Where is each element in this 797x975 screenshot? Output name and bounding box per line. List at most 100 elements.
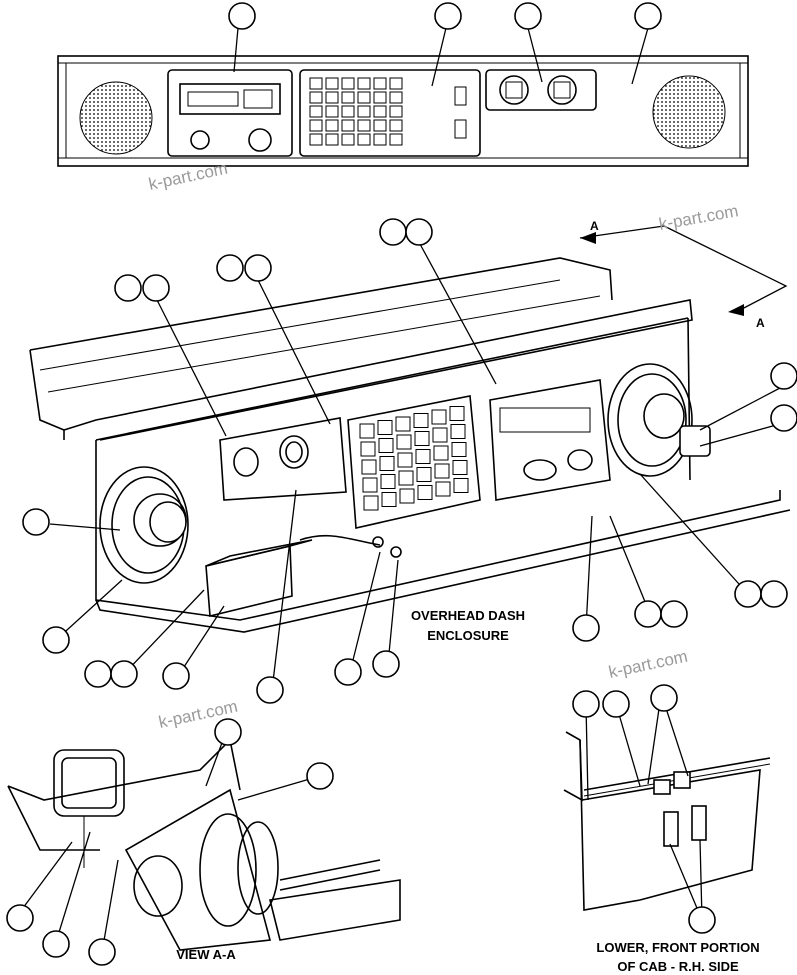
iso-switch-key [413,413,429,428]
callout-bubble [214,718,242,746]
iso-switch-key [395,416,411,432]
view-aa-label: VIEW A-A [176,947,236,962]
iso-switch-key [451,442,467,457]
left-speaker-grille [79,81,153,155]
callout-bubble [142,274,170,302]
switch-key [373,133,387,146]
callout-bubble [405,218,433,246]
lower-label-line1: LOWER, FRONT PORTION [596,940,759,955]
iso-switch-grid [359,406,469,511]
switch-key [373,119,387,132]
iso-switch-key [378,438,394,453]
lower-label-line2: OF CAB - R.H. SIDE [617,959,739,974]
switch-key [309,77,323,90]
callout-bubble [306,762,334,790]
callout-bubble [688,906,716,934]
lower-front-portion-drawing [563,731,771,911]
callout-bubble [602,690,630,718]
switch-key [357,119,371,132]
callout-bubble [660,600,688,628]
callout-bubble [256,676,284,704]
section-a-top: A [590,219,599,233]
iso-switch-key [433,445,449,461]
switch-key [341,91,355,104]
switch-key [325,105,339,118]
callout-bubble [770,404,797,432]
switch-key [357,77,371,90]
switch-key [309,119,323,132]
overhead-panel-front-view [57,55,749,167]
callout-bubble [114,274,142,302]
callout-bubbles [6,2,797,966]
iso-switch-key [396,434,412,450]
callout-bubble [228,2,256,30]
callout-bubble [110,660,138,688]
section-a-marks: A A [579,219,788,330]
iso-switch-key [379,456,395,471]
callout-bubble [634,600,662,628]
switch-key [309,133,323,146]
switch-key [325,133,339,146]
switch-key [325,119,339,132]
callout-bubble [216,254,244,282]
callout-bubble [514,2,542,30]
callout-bubble [84,660,112,688]
callout-bubble [162,662,190,690]
watermark-1: k-part.com [147,159,229,194]
overhead-label-line2: ENCLOSURE [427,628,509,643]
callout-bubble [6,904,34,932]
switch-key [357,133,371,146]
switch-key [389,77,403,90]
callout-bubble [379,218,407,246]
callout-bubble [372,650,400,678]
iso-switch-key [381,492,397,507]
switch-key [309,105,323,118]
callout-bubble [760,580,788,608]
iso-switch-key [362,477,378,493]
callout-bubble [572,690,600,718]
iso-switch-key [435,481,451,497]
iso-switch-key [453,478,469,493]
callout-bubble [634,2,662,30]
callout-bubble [42,626,70,654]
iso-switch-key [363,495,379,511]
iso-switch-key [432,427,448,443]
iso-switch-key [452,460,468,475]
iso-switch-key [377,420,393,435]
overhead-dash-enclosure-iso [29,257,791,633]
leader-lines [19,27,781,953]
view-aa-drawing [7,738,401,951]
switch-key [341,105,355,118]
switch-key [373,91,387,104]
iso-switch-key [434,463,450,479]
iso-switch-key [397,452,413,468]
iso-switch-key [417,485,433,500]
callout-bubble [734,580,762,608]
callout-bubble [650,684,678,712]
iso-switch-key [415,449,431,464]
switch-key [341,133,355,146]
switch-grid [309,77,403,146]
switch-key [389,105,403,118]
section-a-bottom: A [756,316,765,330]
iso-switch-key [416,467,432,482]
iso-switch-key [450,424,466,439]
iso-switch-key [361,459,377,475]
switch-key [373,77,387,90]
callout-bubble [42,930,70,958]
iso-switch-key [449,406,465,421]
right-speaker-grille [652,75,726,149]
iso-switch-key [431,409,447,425]
switch-key [309,91,323,104]
iso-switch-key [359,423,375,439]
iso-switch-key [398,470,414,486]
callout-bubble [572,614,600,642]
switch-key [341,119,355,132]
callout-bubble [22,508,50,536]
switch-key [373,105,387,118]
iso-switch-key [380,474,396,489]
switch-key [357,105,371,118]
watermark-2: k-part.com [657,201,739,234]
overhead-label-line1: OVERHEAD DASH [411,608,525,623]
